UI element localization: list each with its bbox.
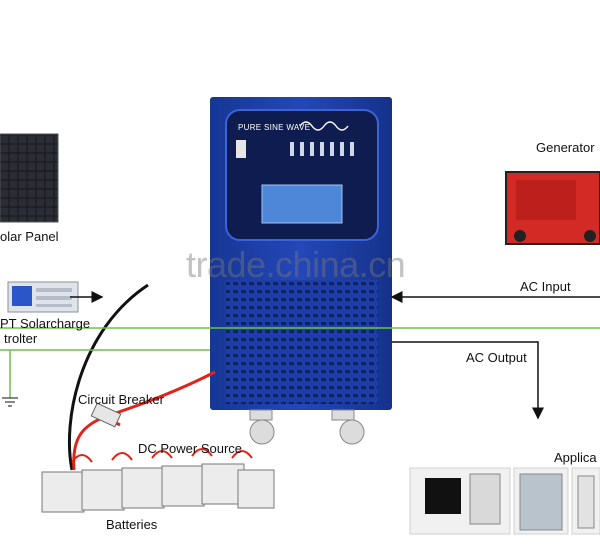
batteries-image: [41, 448, 275, 513]
generator-image: [505, 171, 600, 245]
ac-output-label: AC Output: [466, 350, 527, 365]
solar-panel-label: olar Panel: [0, 229, 59, 244]
batteries-label: Batteries: [106, 517, 158, 532]
watermark: trade.china.cn: [186, 244, 406, 285]
dc-power-source-label: DC Power Source: [138, 441, 243, 456]
generator-label: Generator: [536, 140, 595, 155]
applications-image: [409, 467, 600, 535]
ac-input-label: AC Input: [520, 279, 571, 294]
circuit-breaker-image: [90, 402, 122, 428]
inverter-panel-text: PURE SINE WAVE: [238, 123, 311, 132]
inverter-cabinet: [210, 97, 392, 445]
solarcharge-label: PT Solarcharge: [0, 316, 91, 331]
solar-panel-image: [0, 133, 59, 223]
circuit-breaker-label: Circuit Breaker: [78, 392, 164, 407]
charge-controller-image: [7, 281, 79, 313]
controller-label: trolter: [4, 331, 38, 346]
applications-label: Applica: [554, 450, 597, 465]
